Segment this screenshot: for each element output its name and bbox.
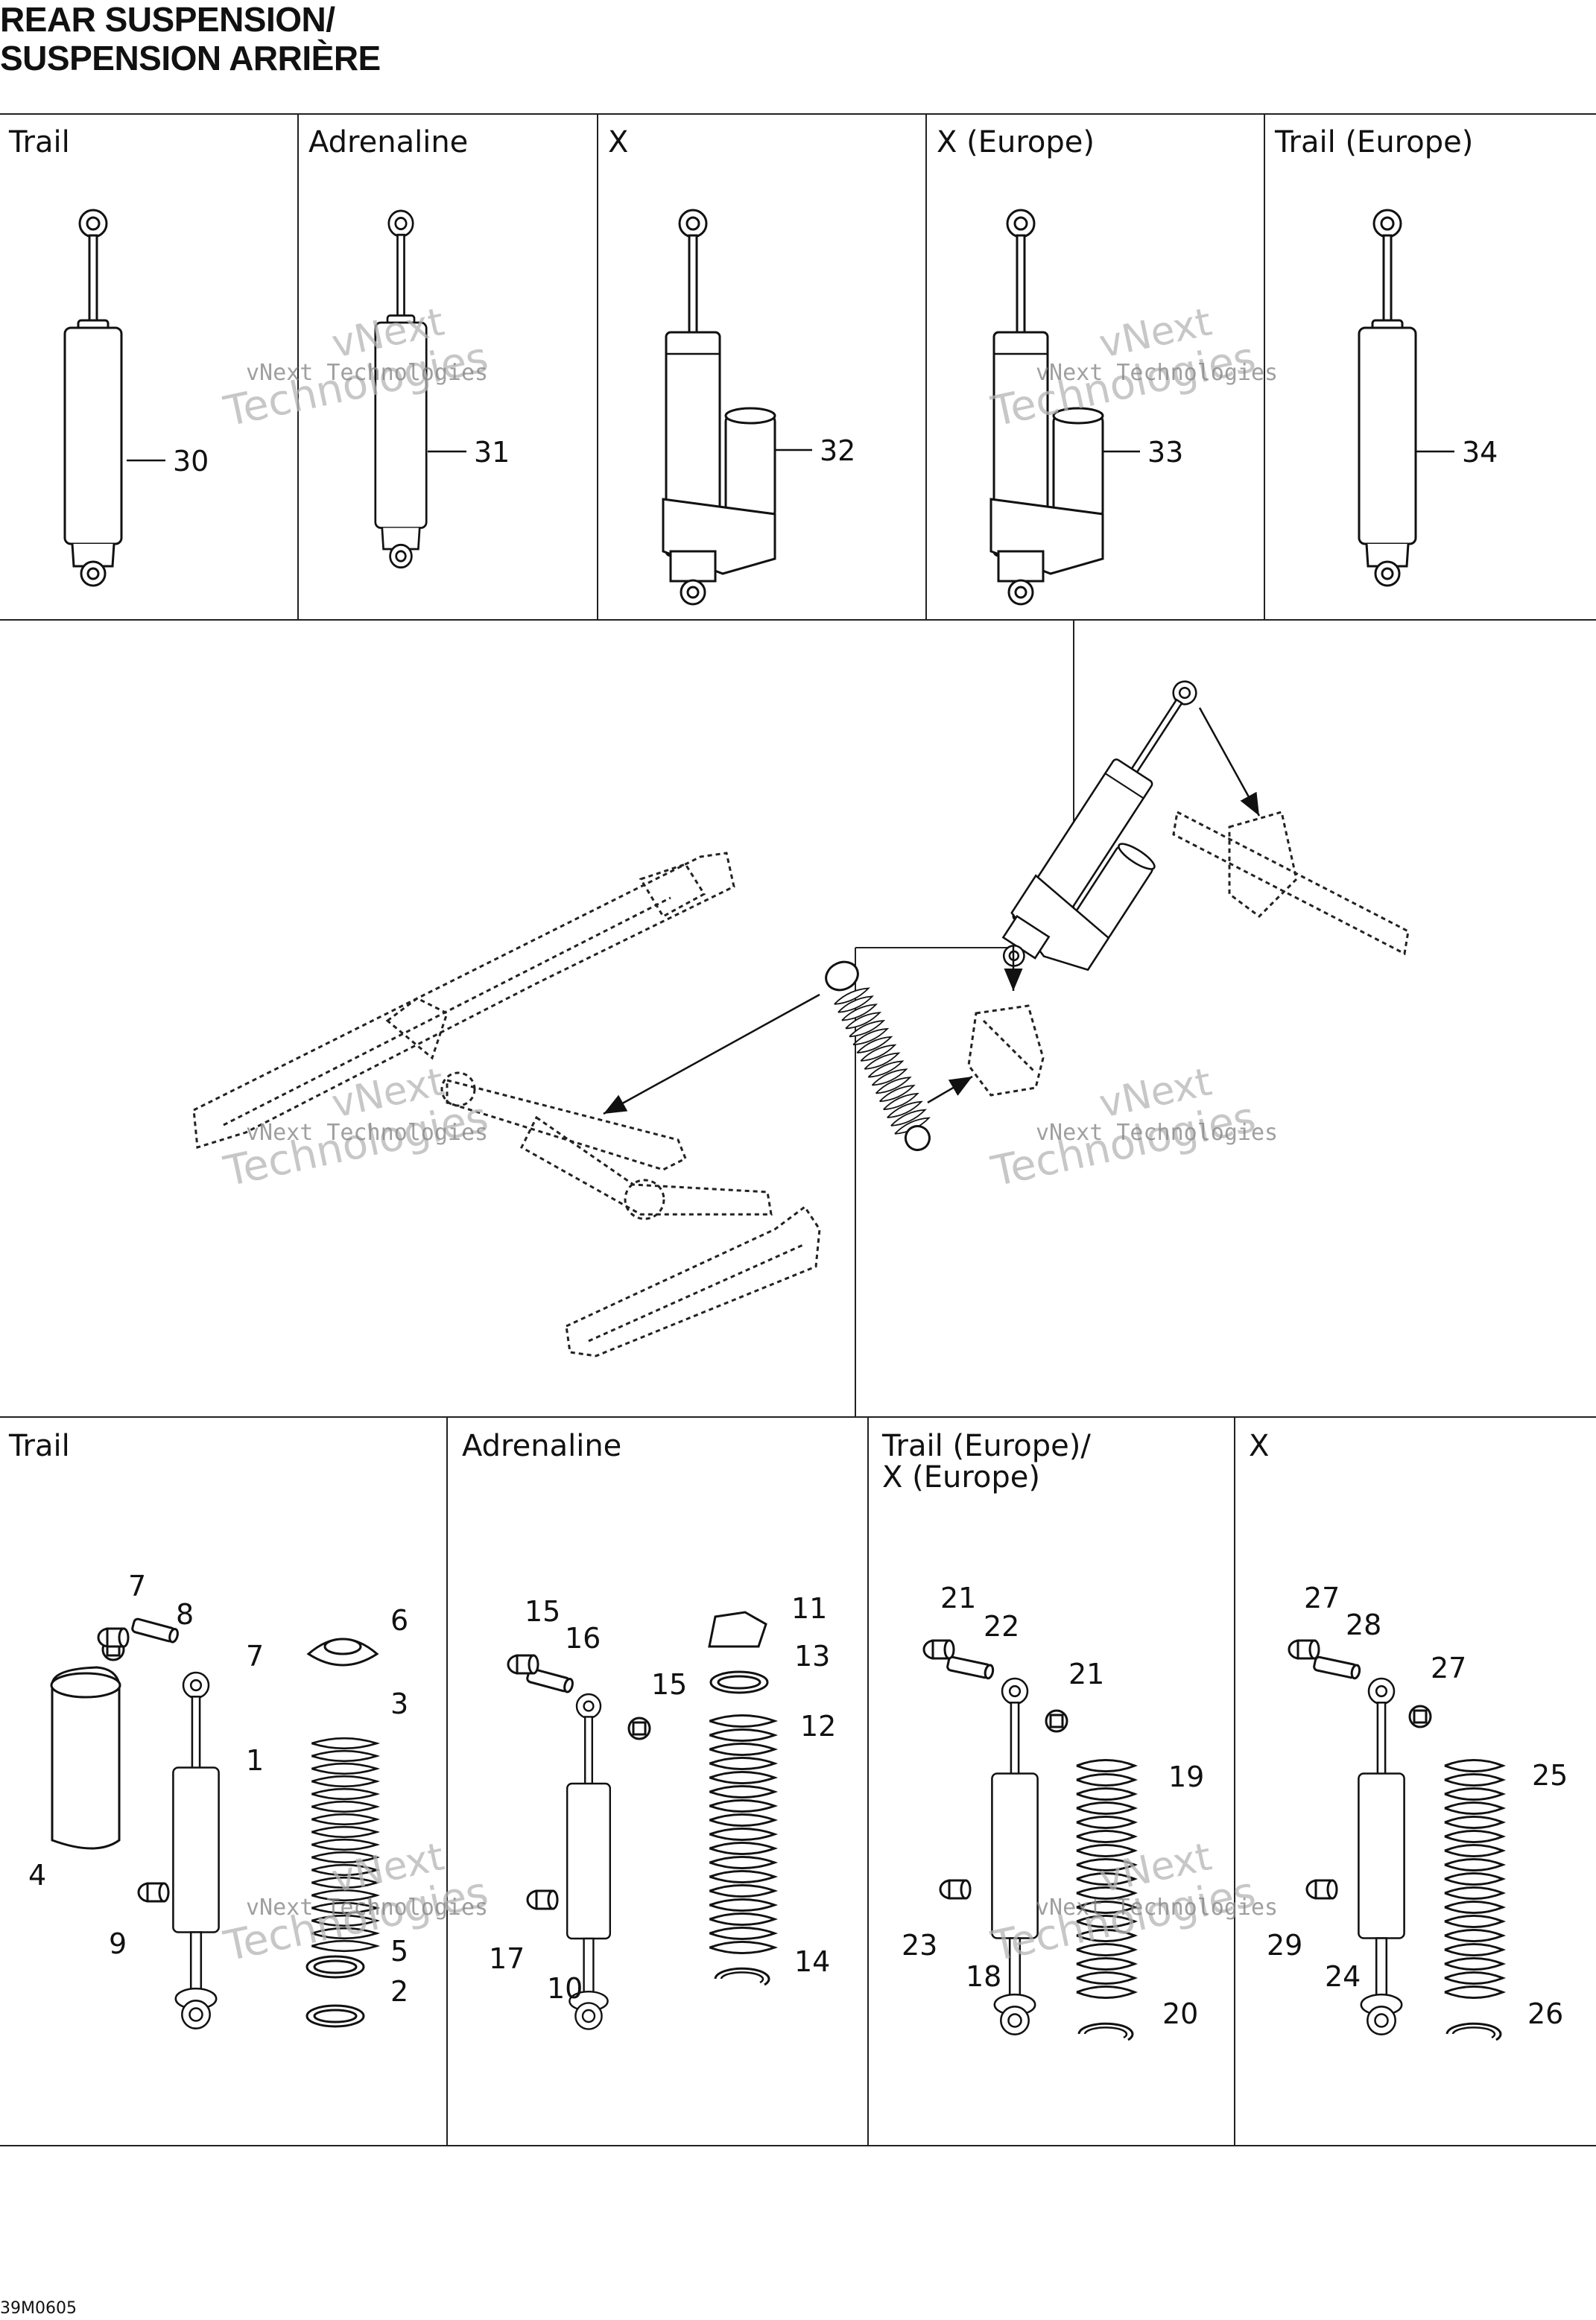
shock-32 xyxy=(662,209,776,606)
adrenaline-kit xyxy=(507,1611,776,2030)
svg-text:vNext Technologies: vNext Technologies xyxy=(246,1895,488,1921)
part-number-23: 23 xyxy=(902,1929,937,1962)
rail-assembly-upper xyxy=(192,852,735,1149)
svg-text:vNext Technologies: vNext Technologies xyxy=(1036,1895,1278,1921)
part-number-16: 16 xyxy=(565,1622,601,1655)
bottom-label-trail-europe: Trail (Europe)/ xyxy=(881,1429,1091,1463)
coilover-shock-center xyxy=(825,960,931,1152)
part-number-15b: 15 xyxy=(651,1668,687,1701)
bracket-center xyxy=(967,1004,1045,1097)
bottom-label-x: X xyxy=(1249,1429,1269,1463)
part-number-28: 28 xyxy=(1346,1609,1381,1641)
part-number-4: 4 xyxy=(28,1859,46,1892)
cross-shaft-right xyxy=(1172,810,1410,956)
part-number-33: 33 xyxy=(1147,436,1183,469)
shock-upper-right xyxy=(986,668,1251,1004)
svg-text:vNext Technologies: vNext Technologies xyxy=(1036,1120,1278,1146)
part-number-21b: 21 xyxy=(1068,1658,1104,1690)
part-number-9: 9 xyxy=(109,1927,127,1960)
svg-text:vNext Technologies: vNext Technologies xyxy=(246,1120,488,1146)
part-number-27a: 27 xyxy=(1304,1582,1340,1614)
part-number-18: 18 xyxy=(966,1960,1001,1993)
section-label-trail: Trail xyxy=(8,125,70,159)
part-number-6: 6 xyxy=(390,1604,408,1637)
section-label-x: X xyxy=(608,125,628,159)
title-line-1: REAR SUSPENSION/ xyxy=(0,0,335,39)
rail-assembly-lower xyxy=(565,1205,821,1357)
trail-kit xyxy=(50,1617,379,2029)
watermark-4: vNext Technologies vNext Technologies xyxy=(987,1059,1278,1196)
part-number-1: 1 xyxy=(246,1744,264,1777)
title-line-2: SUSPENSION ARRIÈRE xyxy=(0,39,381,77)
part-number-20: 20 xyxy=(1162,1997,1198,2030)
watermark-1: vNext Technologies vNext Technologies xyxy=(219,299,492,436)
part-number-7b: 7 xyxy=(246,1640,264,1673)
part-number-12: 12 xyxy=(800,1710,836,1743)
section-label-trail-europe: Trail (Europe) xyxy=(1274,125,1473,159)
section-label-adrenaline: Adrenaline xyxy=(308,125,468,159)
part-number-26: 26 xyxy=(1527,1997,1563,2030)
part-number-25: 25 xyxy=(1532,1759,1568,1792)
shock-34 xyxy=(1358,209,1417,587)
bottom-label-x-europe: X (Europe) xyxy=(882,1460,1040,1495)
trail-europe-kit xyxy=(922,1639,1136,2041)
part-number-8: 8 xyxy=(176,1598,194,1631)
section-label-x-europe: X (Europe) xyxy=(937,125,1095,159)
part-number-29: 29 xyxy=(1267,1929,1302,1962)
part-number-30: 30 xyxy=(173,445,209,478)
part-number-14: 14 xyxy=(794,1945,830,1978)
svg-text:vNext Technologies: vNext Technologies xyxy=(246,360,488,386)
part-number-31: 31 xyxy=(474,436,510,469)
part-number-10: 10 xyxy=(547,1972,583,2005)
bottom-label-trail: Trail xyxy=(8,1429,70,1463)
part-number-5: 5 xyxy=(390,1935,408,1968)
part-number-34: 34 xyxy=(1462,436,1498,469)
part-number-13: 13 xyxy=(794,1640,830,1673)
part-number-21a: 21 xyxy=(940,1582,976,1614)
part-number-15a: 15 xyxy=(525,1595,560,1628)
part-number-7a: 7 xyxy=(128,1570,146,1603)
part-number-24: 24 xyxy=(1325,1960,1361,1993)
part-number-3: 3 xyxy=(390,1687,408,1720)
part-number-2: 2 xyxy=(390,1975,408,2008)
reference-code: 39M0605 xyxy=(0,2299,77,2318)
svg-text:vNext Technologies: vNext Technologies xyxy=(1036,360,1278,386)
page-title: REAR SUSPENSION/ SUSPENSION ARRIÈRE xyxy=(0,0,381,77)
x-kit xyxy=(1288,1639,1504,2041)
part-number-19: 19 xyxy=(1168,1760,1204,1793)
part-number-27b: 27 xyxy=(1431,1652,1466,1684)
part-number-32: 32 xyxy=(820,434,855,467)
arm-assembly xyxy=(440,1071,773,1220)
part-number-11: 11 xyxy=(791,1592,827,1625)
part-number-22: 22 xyxy=(984,1610,1019,1643)
part-number-17: 17 xyxy=(489,1942,525,1975)
bottom-label-adrenaline: Adrenaline xyxy=(462,1429,621,1463)
shock-30 xyxy=(63,209,123,587)
